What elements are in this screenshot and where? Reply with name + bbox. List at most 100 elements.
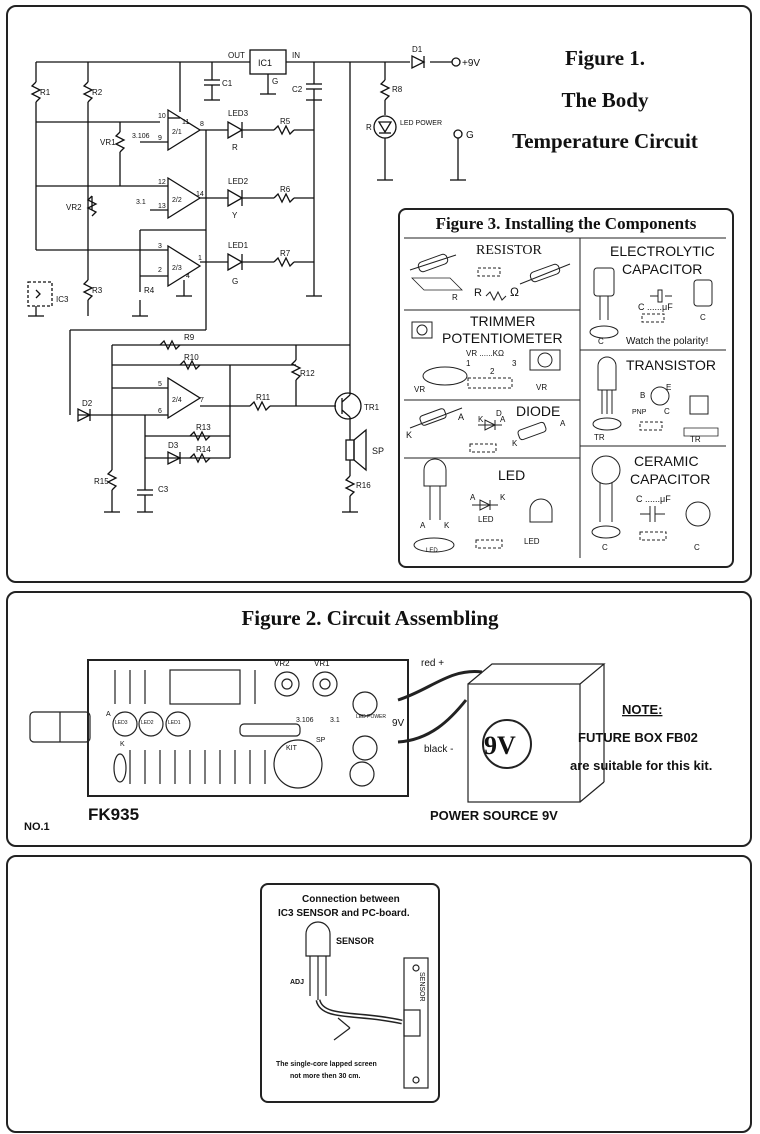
label-opa2: 2/2 [172, 197, 182, 204]
pcb-a: A [106, 711, 111, 718]
ceramic-mark2: C [694, 543, 700, 552]
diode-k-sym: K [478, 415, 484, 424]
pin-12: 12 [158, 179, 166, 186]
pin-10: 10 [158, 113, 166, 120]
label-r10: R10 [184, 353, 199, 362]
transistor-pnp: PNP [632, 409, 647, 416]
ceramic-title-l2: CAPACITOR [630, 471, 710, 487]
pcb-9v-label: 9V [392, 718, 405, 729]
pin-1: 1 [198, 255, 202, 262]
note-title: NOTE: [622, 702, 662, 717]
sensor-connection-box [260, 883, 440, 1103]
trimmer-mark: VR [414, 385, 425, 394]
label-d3: D3 [168, 441, 179, 450]
trimmer-title-l1: TRIMMER [470, 313, 535, 329]
pin-6: 6 [158, 408, 162, 415]
pin-9: 9 [158, 135, 162, 142]
resistor-sym: R [474, 287, 482, 299]
pin-3: 3 [158, 243, 162, 250]
transistor-c: C [664, 407, 670, 416]
ceramic-mark: C [602, 543, 608, 552]
label-opa1: 2/1 [172, 129, 182, 136]
fig4-board-sensor: SENSOR [418, 972, 425, 1002]
label-vr2: VR2 [66, 203, 82, 212]
led-k: K [444, 521, 450, 530]
resistor-unit: Ω [510, 285, 519, 299]
label-r7: R7 [280, 249, 291, 258]
label-ledpower-r: R [366, 123, 372, 132]
transistor-mark2: TR [690, 435, 701, 444]
trimmer-title-l2: POTENTIOMETER [442, 330, 563, 346]
label-d2: D2 [82, 399, 93, 408]
pcb-vr1: VR1 [314, 659, 330, 668]
fig4-title-line1: Connection between [302, 894, 400, 905]
led-sym: LED [478, 515, 494, 524]
pcb-led3: LED3 [115, 720, 128, 726]
label-g-terminal: G [466, 130, 474, 141]
schematic-diagram: OUT IN IC1 C1 C2 G D1 +9V R8 R LED POWER… [27, 45, 480, 513]
label-r12: R12 [300, 369, 315, 378]
label-r14: R14 [196, 445, 211, 454]
label-led3-r: R [232, 143, 238, 152]
fig4-note-line2: not more then 30 cm. [290, 1073, 360, 1080]
label-31: 3.1 [136, 199, 146, 206]
battery-label: 9V [484, 731, 516, 760]
diode-k: K [406, 430, 412, 440]
label-d1: D1 [412, 45, 423, 54]
ceramic-title-l1: CERAMIC [634, 453, 699, 469]
label-r5: R5 [280, 117, 291, 126]
board-name: FK935 [88, 805, 139, 824]
led-k-sym: K [500, 493, 506, 502]
label-opa4: 2/4 [172, 397, 182, 404]
label-c2: C2 [292, 85, 303, 94]
figure4-panel [6, 855, 752, 1133]
pcb-led2: LED2 [141, 720, 154, 726]
figure2-assembly: red + black - 9V 9V FK935 NO.1 POWER SOU… [24, 658, 712, 833]
electrolytic-note: Watch the polarity! [626, 336, 708, 347]
pcb-k: K [120, 741, 125, 748]
pin-14: 14 [196, 191, 204, 198]
pin-8: 8 [200, 121, 204, 128]
label-r8: R8 [392, 85, 403, 94]
pcb-led1: LED1 [168, 720, 181, 726]
led-title: LED [498, 467, 525, 483]
pcb-sp: SP [316, 737, 326, 744]
label-led1: LED1 [228, 241, 249, 250]
figure1-title-line3: Temperature Circuit [512, 129, 698, 153]
label-r6: R6 [280, 185, 291, 194]
pcb-31: 3.1 [330, 717, 340, 724]
diode-a2: A [560, 419, 566, 428]
diode-a-sym: A [500, 415, 506, 424]
label-opa3: 2/3 [172, 265, 182, 272]
label-ic1: IC1 [258, 58, 272, 68]
pin-2: 2 [158, 267, 162, 274]
label-r16: R16 [356, 481, 371, 490]
label-r11: R11 [256, 393, 271, 402]
label-ic3: IC3 [56, 295, 69, 304]
label-led1-g: G [232, 277, 238, 286]
led-a-sym: A [470, 493, 476, 502]
led-mark2: LED [524, 537, 540, 546]
diode-d-sym: D [496, 409, 502, 418]
trimmer-p2: 2 [490, 367, 495, 376]
ceramic-sym: C ......μF [636, 494, 671, 504]
pin-5: 5 [158, 381, 162, 388]
figure3-installing-components: Figure 3. Installing the Components [398, 208, 734, 568]
label-led3: LED3 [228, 109, 249, 118]
diode-a: A [458, 412, 464, 422]
fig4-note-line1: The single-core lapped screen [276, 1061, 377, 1068]
pin-4: 4 [186, 273, 190, 280]
pin-13: 13 [158, 203, 166, 210]
label-plus9v: +9V [462, 58, 480, 69]
note-line1: FUTURE BOX FB02 [578, 730, 698, 745]
diode-title: DIODE [516, 403, 560, 419]
wire-red-label: red + [421, 658, 444, 669]
pin-11: 11 [182, 119, 189, 126]
electrolytic-mark: C [598, 337, 604, 346]
label-r9: R9 [184, 333, 195, 342]
figure2-title: Figure 2. Circuit Assembling [241, 606, 499, 630]
electrolytic-title-l2: CAPACITOR [622, 261, 702, 277]
diode-k2: K [512, 439, 518, 448]
power-source-label: POWER SOURCE 9V [430, 808, 558, 823]
pcb-vr2: VR2 [274, 659, 290, 668]
